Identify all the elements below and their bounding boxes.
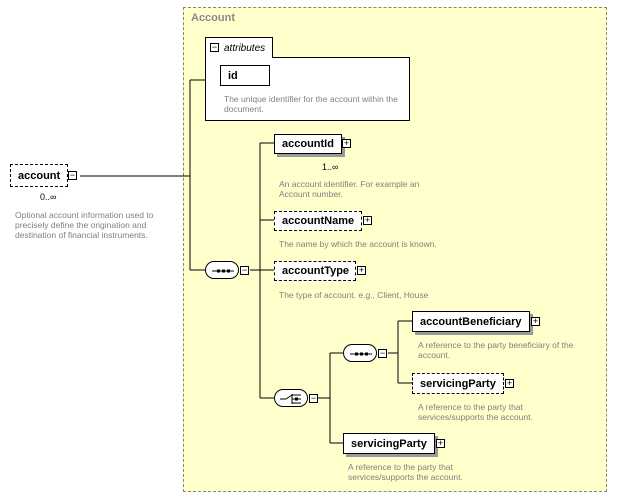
element-accountId[interactable]: accountId <box>274 134 342 154</box>
element-accountBeneficiary-label: accountBeneficiary <box>420 315 522 328</box>
element-servicingParty-optional-label: servicingParty <box>420 377 496 390</box>
minus-icon[interactable]: − <box>378 348 387 358</box>
element-servicingParty[interactable]: servicingParty <box>343 433 435 454</box>
sequence-compositor-icon[interactable] <box>343 344 377 362</box>
accountName-description: The name by which the account is known. <box>279 239 437 249</box>
element-accountType-label: accountType <box>282 265 350 277</box>
attribute-id[interactable]: id <box>220 65 270 86</box>
root-description: Optional account information used to pre… <box>15 210 154 240</box>
plus-icon[interactable]: + <box>363 215 372 225</box>
root-element-label: account <box>18 169 61 182</box>
plus-icon[interactable]: + <box>436 438 445 448</box>
servicingParty-optional-description: A reference to the party that services/s… <box>418 402 533 422</box>
element-accountBeneficiary[interactable]: accountBeneficiary <box>412 311 530 332</box>
element-servicingParty-label: servicingParty <box>351 437 427 450</box>
attribute-id-description: The unique identifier for the account wi… <box>224 94 398 114</box>
accountId-description: An account identifier. For example an Ac… <box>279 179 420 199</box>
choice-compositor-icon[interactable] <box>274 389 308 407</box>
attributes-tab-label: attributes <box>224 42 266 54</box>
root-occurrence: 0..∞ <box>40 192 57 202</box>
minus-icon[interactable]: − <box>309 393 318 403</box>
plus-icon[interactable]: + <box>531 316 540 326</box>
minus-icon[interactable]: − <box>68 170 77 180</box>
root-element-account[interactable]: account <box>10 164 68 187</box>
attributes-tab[interactable]: attributes <box>205 37 273 58</box>
plus-icon[interactable]: + <box>505 378 514 388</box>
accountId-occurrence: 1..∞ <box>322 162 339 172</box>
element-accountType[interactable]: accountType <box>274 261 356 281</box>
sequence-compositor-icon[interactable] <box>205 261 239 279</box>
element-accountName-label: accountName <box>282 215 355 227</box>
complex-type-title: Account <box>191 12 235 24</box>
element-servicingParty-optional[interactable]: servicingParty <box>412 373 504 394</box>
element-accountName[interactable]: accountName <box>274 211 362 231</box>
minus-icon[interactable]: − <box>210 42 219 52</box>
accountBeneficiary-description: A reference to the party beneficiary of … <box>418 340 574 360</box>
attribute-id-label: id <box>228 69 238 82</box>
minus-icon[interactable]: − <box>240 265 249 275</box>
plus-icon[interactable]: + <box>357 265 366 275</box>
servicingParty-description: A reference to the party that services/s… <box>348 462 463 482</box>
plus-icon[interactable]: + <box>342 138 351 148</box>
element-accountId-label: accountId <box>282 138 334 150</box>
accountType-description: The type of account. e.g., Client, House <box>279 290 429 300</box>
